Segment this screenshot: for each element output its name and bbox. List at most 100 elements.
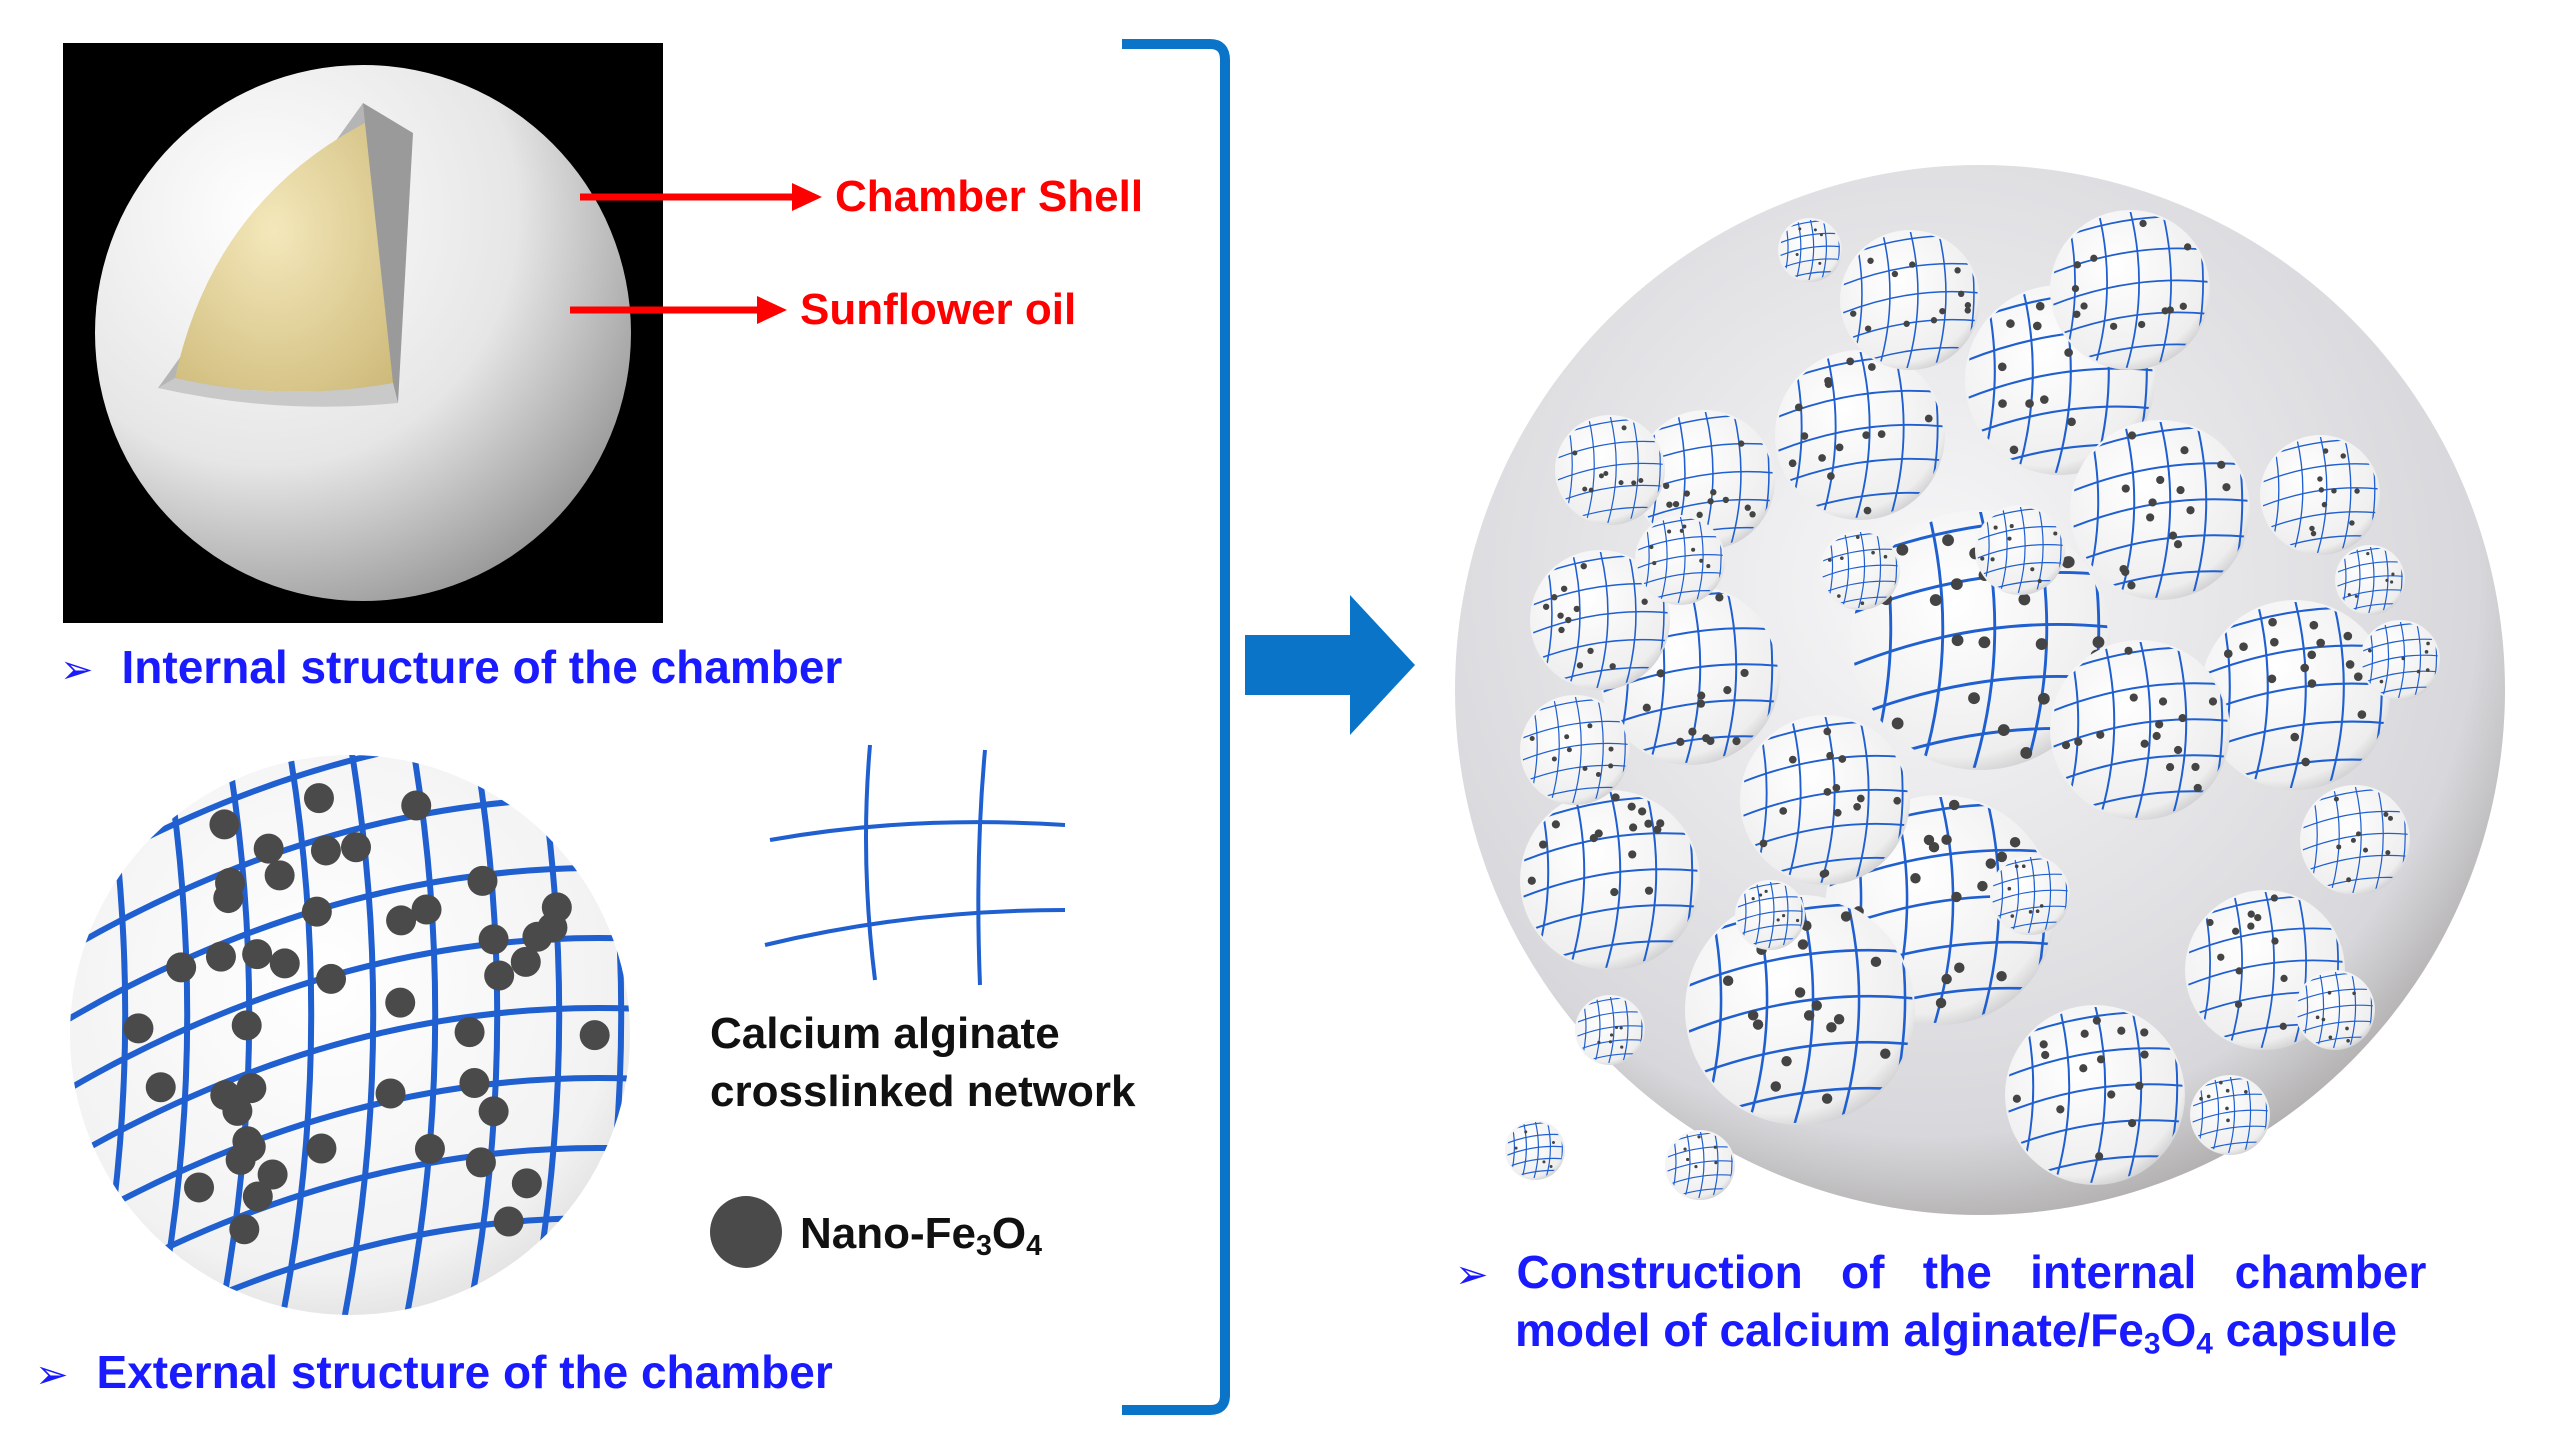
chamber-sphere	[1735, 880, 1805, 950]
fe3o4-particle	[579, 1020, 610, 1051]
fe3o4-particle	[401, 790, 432, 821]
chamber-sphere	[1975, 505, 2065, 595]
fe3o4-particle	[310, 835, 341, 866]
chamber-sphere	[1635, 515, 1725, 605]
chamber-sphere	[1740, 715, 1910, 885]
network-strand	[70, 935, 630, 1103]
internal-structure-panel	[63, 43, 663, 623]
chamber-sphere	[1778, 218, 1842, 282]
fe3o4-particle	[385, 987, 416, 1018]
chamber-sphere	[2050, 210, 2210, 370]
fe3o4-particle	[316, 963, 347, 994]
fe3o4-particle	[484, 960, 515, 991]
fe3o4-particle	[459, 1068, 490, 1099]
chamber-sphere	[2200, 600, 2390, 790]
fe3o4-particle	[264, 860, 295, 891]
fe3o4-particle	[510, 946, 541, 977]
external-structure-illustration	[70, 755, 630, 1315]
chamber-sphere	[2050, 640, 2230, 820]
network-strand	[70, 1075, 630, 1243]
chamber-sphere	[1820, 530, 1900, 610]
right-arrow-icon	[1245, 595, 1415, 735]
internal-chambers	[1505, 210, 2440, 1200]
chamber-sphere	[2300, 785, 2410, 895]
chamber-shell-label: Chamber Shell	[835, 172, 1144, 221]
chamber-sphere	[1575, 995, 1645, 1065]
fe3o4-particle	[511, 1168, 542, 1199]
fe3o4-particle	[242, 1181, 273, 1212]
fe3o4-particle	[541, 892, 572, 923]
chamber-sphere	[1990, 855, 2070, 935]
capsule-caption: ➢Construction of the internal chamber mo…	[1455, 1246, 2427, 1361]
network-legend-label: Calcium alginate crosslinked network	[710, 1009, 1136, 1116]
chamber-sphere	[2070, 420, 2250, 600]
fe3o4-particle	[386, 905, 417, 936]
network-strand	[70, 1005, 630, 1173]
fe3o4-particle	[269, 948, 300, 979]
chamber-sphere	[2260, 435, 2380, 555]
fe3o4-particle	[411, 894, 442, 925]
fe3o4-particle	[222, 1095, 253, 1126]
network-strand	[70, 865, 630, 1033]
network-legend-icon	[764, 744, 1066, 986]
arrow-bullet-icon: ➢	[1455, 1253, 1489, 1297]
arrow-head-icon	[792, 183, 822, 211]
chamber-sphere	[1520, 695, 1630, 805]
chamber-sphere	[2005, 1005, 2185, 1185]
arrow-bullet-icon: ➢	[60, 648, 94, 692]
fe3o4-particle	[478, 924, 509, 955]
fe3o4-particle	[184, 1172, 215, 1203]
fe3o4-particle	[454, 1017, 485, 1048]
chamber-cutaway-illustration	[95, 65, 631, 601]
chamber-sphere	[2190, 1075, 2270, 1155]
chamber-sphere	[1775, 350, 1945, 520]
chamber-sphere	[2295, 970, 2375, 1050]
fe3o4-particle	[166, 952, 197, 983]
fe3o4-particle	[303, 783, 334, 814]
capsule-model-illustration	[1455, 165, 2505, 1215]
fe3o4-particle	[375, 1078, 406, 1109]
chamber-sphere	[1665, 1130, 1735, 1200]
fe3o4-particle	[253, 833, 284, 864]
fe3o4-particle	[493, 1206, 524, 1237]
fe3o4-particle	[522, 921, 553, 952]
label-arrows	[570, 183, 822, 324]
fe3o4-particle	[236, 1073, 267, 1104]
external-structure-caption: ➢External structure of the chamber	[35, 1346, 833, 1398]
fe3o4-particle	[340, 832, 371, 863]
network-strand	[335, 755, 377, 1315]
arrow-bullet-icon: ➢	[35, 1353, 69, 1397]
fe3o4-particle	[145, 1072, 176, 1103]
fe3o4-particle	[467, 865, 498, 896]
fe3o4-particle	[465, 1147, 496, 1178]
network-strand	[459, 755, 501, 1315]
fe3o4-particles	[123, 783, 610, 1245]
fe3o4-particle	[478, 1096, 509, 1127]
chamber-sphere	[1505, 1120, 1565, 1180]
internal-structure-caption: ➢Internal structure of the chamber	[60, 641, 843, 693]
grouping-bracket	[1122, 39, 1230, 1415]
fe3o4-particle	[209, 809, 240, 840]
fe3o4-particle	[225, 1144, 256, 1175]
chamber-sphere	[1840, 230, 1980, 370]
fe3o4-particle	[123, 1013, 154, 1044]
fe3o4-particle	[301, 896, 332, 927]
chamber-sphere	[1520, 790, 1700, 970]
fe3o4-particle	[229, 1214, 260, 1245]
sunflower-oil-label: Sunflower oil	[800, 285, 1077, 334]
chamber-sphere	[1530, 550, 1670, 690]
chamber-sphere	[2360, 620, 2440, 700]
fe3o4-particle	[213, 883, 244, 914]
fe3o4-particle	[205, 941, 236, 972]
arrow-head-icon	[757, 296, 787, 324]
network-strand	[273, 755, 315, 1315]
sunflower-oil-core	[175, 123, 394, 392]
fe3o4-particle	[306, 1133, 337, 1164]
fe3o4-particle	[242, 939, 273, 970]
particle-legend-icon	[710, 1196, 782, 1268]
fe3o4-particle	[231, 1010, 262, 1041]
chamber-sphere	[2335, 545, 2405, 615]
fe3o4-particle	[414, 1133, 445, 1164]
particle-legend-label: Nano-Fe3O4	[800, 1209, 1043, 1263]
fe3o4-particle	[257, 1159, 288, 1190]
